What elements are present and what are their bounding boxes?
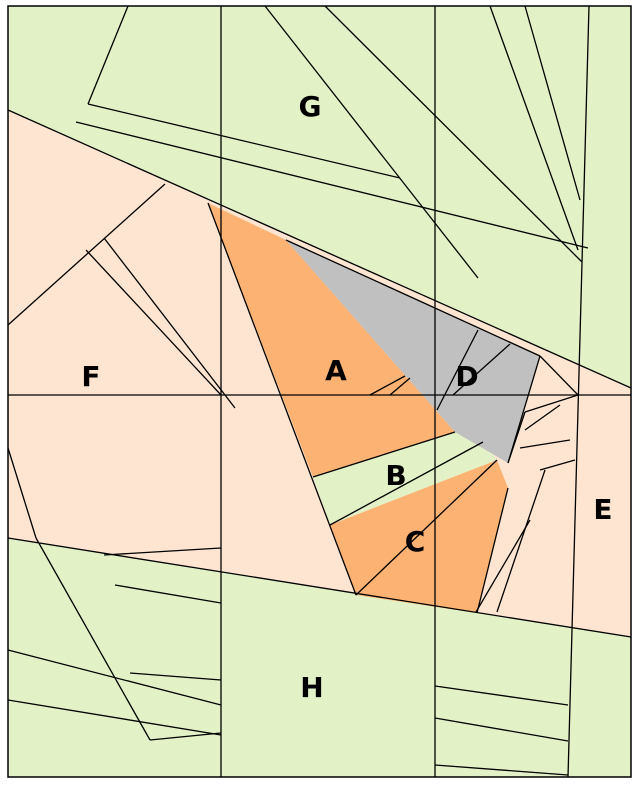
seam-line bbox=[7, 649, 222, 706]
seam-line bbox=[452, 343, 511, 396]
label-f: F bbox=[81, 360, 100, 393]
seam-line bbox=[7, 447, 37, 539]
seam-line bbox=[35, 537, 151, 741]
seam-line bbox=[434, 685, 569, 706]
seam-line bbox=[324, 5, 583, 263]
seam-lines bbox=[7, 5, 632, 778]
seam-line bbox=[87, 5, 129, 105]
seam-line bbox=[436, 329, 479, 411]
seam-line bbox=[103, 237, 236, 409]
seam-line bbox=[524, 394, 579, 413]
seam-line bbox=[434, 717, 569, 742]
seam-line bbox=[7, 183, 166, 326]
seam-line bbox=[207, 202, 357, 596]
seam-line bbox=[496, 469, 546, 613]
seam-line bbox=[103, 547, 222, 556]
seam-line bbox=[539, 355, 579, 396]
seam-line bbox=[369, 375, 406, 396]
seam-line bbox=[489, 5, 579, 251]
label-c: C bbox=[405, 525, 426, 558]
seam-line bbox=[75, 121, 589, 249]
seam-line bbox=[7, 109, 632, 389]
seam-line bbox=[114, 584, 222, 604]
seam-line bbox=[507, 411, 526, 464]
seam-line bbox=[85, 249, 222, 396]
seam-line bbox=[264, 5, 479, 279]
seam-line bbox=[475, 519, 531, 613]
label-a: A bbox=[325, 354, 347, 387]
seam-line bbox=[285, 239, 541, 357]
seam-line bbox=[539, 459, 576, 471]
seam-line bbox=[7, 699, 222, 736]
region-a-shape bbox=[208, 203, 455, 477]
seam-line bbox=[524, 5, 581, 201]
seam-line bbox=[87, 103, 401, 179]
seam-line bbox=[434, 764, 569, 776]
seam-line bbox=[329, 441, 484, 526]
region-b-shape bbox=[313, 432, 497, 525]
seam-line bbox=[524, 404, 561, 431]
region-d-shape bbox=[286, 240, 540, 463]
label-g: G bbox=[299, 90, 322, 123]
label-e: E bbox=[593, 493, 612, 526]
block-border bbox=[7, 5, 632, 778]
seam-line bbox=[476, 487, 509, 614]
label-b: B bbox=[385, 459, 406, 492]
seam-line bbox=[355, 459, 498, 596]
label-d: D bbox=[455, 360, 478, 393]
seam-line bbox=[389, 377, 411, 396]
seam-line bbox=[567, 5, 590, 778]
seam-line bbox=[149, 732, 222, 741]
seam-line bbox=[312, 431, 456, 478]
seam-line bbox=[519, 439, 571, 449]
region-c-shape bbox=[330, 460, 508, 613]
label-h: H bbox=[300, 671, 323, 704]
seam-line bbox=[129, 672, 222, 681]
